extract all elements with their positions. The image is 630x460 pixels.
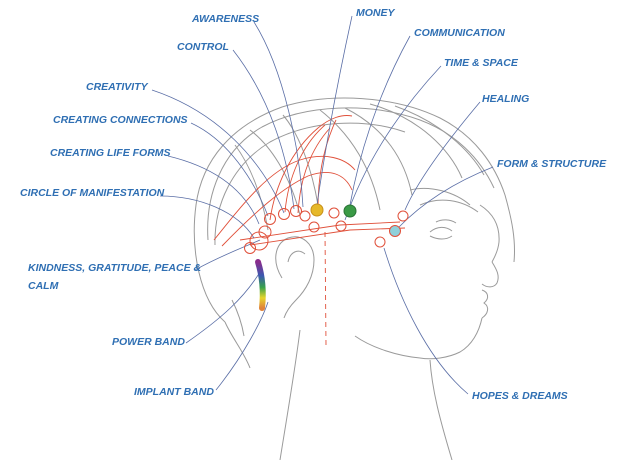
creating-connections-point xyxy=(264,213,276,225)
label-circle-of-manifestation: CIRCLE OF MANIFESTATION xyxy=(20,187,165,199)
label-creativity: CREATIVITY xyxy=(86,81,149,93)
leader-lines xyxy=(151,15,494,395)
label-money: MONEY xyxy=(356,7,396,19)
kindness-point xyxy=(244,242,256,254)
label-communication: COMMUNICATION xyxy=(414,27,505,39)
label-creating-life-forms: CREATING LIFE FORMS xyxy=(50,147,171,159)
label-kindness-line1: KINDNESS, GRATITUDE, PEACE & xyxy=(28,262,201,274)
energy-points xyxy=(244,203,409,254)
extra-point-b xyxy=(335,220,347,232)
creating-life-forms-point xyxy=(258,225,272,239)
form-structure-point xyxy=(389,225,401,237)
label-power-band: POWER BAND xyxy=(112,336,185,348)
label-time-space: TIME & SPACE xyxy=(444,57,519,69)
healing-point xyxy=(397,210,409,222)
label-form-structure: FORM & STRUCTURE xyxy=(497,158,607,170)
circle-of-manifestation-point xyxy=(249,231,269,251)
head-outline xyxy=(193,97,515,460)
power-band xyxy=(255,259,266,311)
awareness-point xyxy=(299,210,311,222)
label-kindness-line2: CALM xyxy=(28,280,59,292)
money-point xyxy=(310,203,324,217)
control-point xyxy=(290,205,302,217)
extra-point-a xyxy=(328,207,340,219)
label-awareness: AWARENESS xyxy=(191,13,259,25)
labels: AWARENESS MONEY CONTROL COMMUNICATION TI… xyxy=(20,7,607,402)
time-space-point xyxy=(308,221,320,233)
label-healing: HEALING xyxy=(482,93,529,105)
communication-point xyxy=(343,204,357,218)
label-implant-band: IMPLANT BAND xyxy=(134,386,214,398)
hopes-dreams-point xyxy=(374,236,386,248)
red-guides xyxy=(213,115,406,346)
creativity-point xyxy=(278,208,290,220)
label-hopes-dreams: HOPES & DREAMS xyxy=(472,390,568,402)
label-control: CONTROL xyxy=(177,41,229,53)
label-creating-connections: CREATING CONNECTIONS xyxy=(53,114,188,126)
